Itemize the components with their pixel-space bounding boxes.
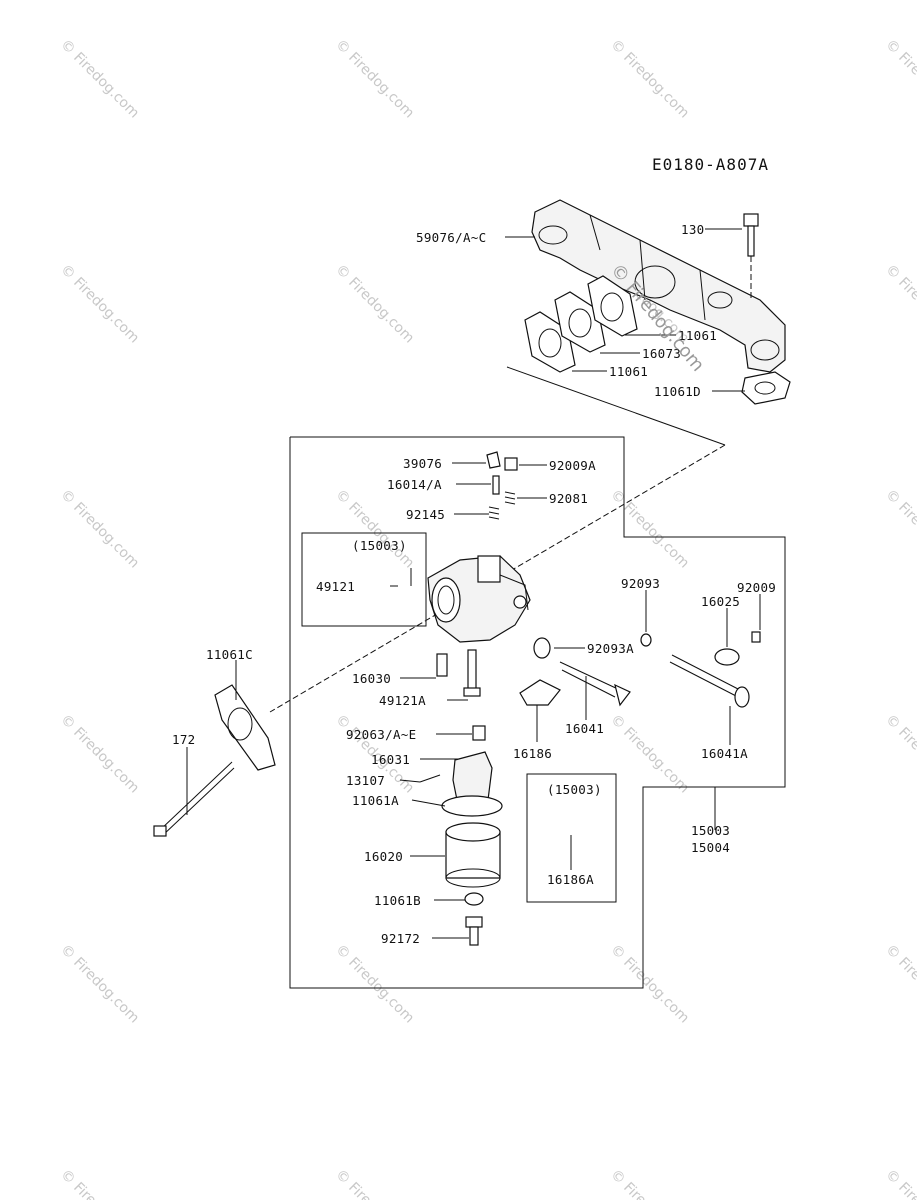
watermark-text: © Firedog.com (607, 37, 692, 122)
watermark-text: © Firedog.com (882, 262, 917, 347)
part-labels: 59076/A~C 130 11061 16073 11061 11061D 3… (172, 222, 776, 946)
label-92093a: 92093A (587, 641, 634, 656)
label-49121: 49121 (316, 579, 355, 594)
label-16014: 16014/A (387, 477, 442, 492)
watermark-text: © Firedog.com (332, 487, 417, 572)
carburetor-group-outline (289, 436, 786, 989)
label-11061-top: 11061 (678, 328, 717, 343)
label-16025: 16025 (701, 594, 740, 609)
watermark-text: © Firedog.com (607, 487, 692, 572)
label-92009: 92009 (737, 580, 776, 595)
watermark-text: © Firedog.com (57, 712, 142, 797)
label-13107: 13107 (346, 773, 385, 788)
manifold-bolt (743, 213, 759, 300)
float-bowl-parts (419, 649, 503, 946)
intake-manifold (531, 199, 786, 373)
label-16186a: 16186A (547, 872, 594, 887)
label-172: 172 (172, 732, 195, 747)
label-16073: 16073 (642, 346, 681, 361)
label-49121a: 49121A (379, 693, 426, 708)
leader-lines (186, 228, 761, 939)
watermark-text: © Firedog.com (607, 1167, 692, 1200)
label-92093: 92093 (621, 576, 660, 591)
watermark-text: © Firedog.com (57, 1167, 142, 1200)
label-92063: 92063/A~E (346, 727, 416, 742)
watermark-text: © Firedog.com (332, 262, 417, 347)
label-16031: 16031 (371, 752, 410, 767)
watermark-text: © Firedog.com (882, 712, 917, 797)
label-11061: 11061 (609, 364, 648, 379)
watermark-text: © Firedog.com (882, 487, 917, 572)
label-11061a: 11061A (352, 793, 399, 808)
label-59076: 59076/A~C (416, 230, 486, 245)
watermark-text: © Firedog.com (882, 1167, 917, 1200)
diagram-code: E0180-A807A (652, 155, 769, 174)
watermark-text: © Firedog.com (332, 37, 417, 122)
label-16041a: 16041A (701, 746, 748, 761)
label-11061b: 11061B (374, 893, 421, 908)
label-130: 130 (681, 222, 704, 237)
watermark-text: © Firedog.com (882, 942, 917, 1027)
label-92081: 92081 (549, 491, 588, 506)
subassembly-box-49121 (301, 532, 427, 627)
subassembly-label-2: (15003) (547, 782, 602, 797)
carburetor-top-parts (486, 451, 518, 520)
label-16030: 16030 (352, 671, 391, 686)
watermark-text: © Firedog.com (332, 942, 417, 1027)
watermark-text: © Firedog.com (332, 1167, 417, 1200)
label-16041: 16041 (565, 721, 604, 736)
label-11061d: 11061D (654, 384, 701, 399)
carburetor-body (427, 555, 531, 643)
choke-throttle-parts (519, 631, 761, 708)
carb-gasket-and-stud (153, 684, 276, 837)
watermark-text: © Firedog.com (607, 942, 692, 1027)
manifold-gaskets (524, 275, 791, 405)
label-11061c: 11061C (206, 647, 253, 662)
label-92145: 92145 (406, 507, 445, 522)
watermark-text: © Firedog.com (57, 942, 142, 1027)
label-92172: 92172 (381, 931, 420, 946)
label-39076: 39076 (403, 456, 442, 471)
label-16020: 16020 (364, 849, 403, 864)
watermark-text: © Firedog.com (57, 262, 142, 347)
watermark-text: © Firedog.com (607, 712, 692, 797)
subassembly-box-16186a (526, 773, 617, 903)
subassembly-label-1: (15003) (352, 538, 407, 553)
watermark-text: © Firedog.com (882, 37, 917, 122)
label-16186: 16186 (513, 746, 552, 761)
watermark-text: © Firedog.com (57, 37, 142, 122)
label-15004: 15004 (691, 840, 730, 855)
label-92009a: 92009A (549, 458, 596, 473)
leader-line (506, 366, 726, 446)
label-15003: 15003 (691, 823, 730, 838)
watermark-text: © Firedog.com (57, 487, 142, 572)
